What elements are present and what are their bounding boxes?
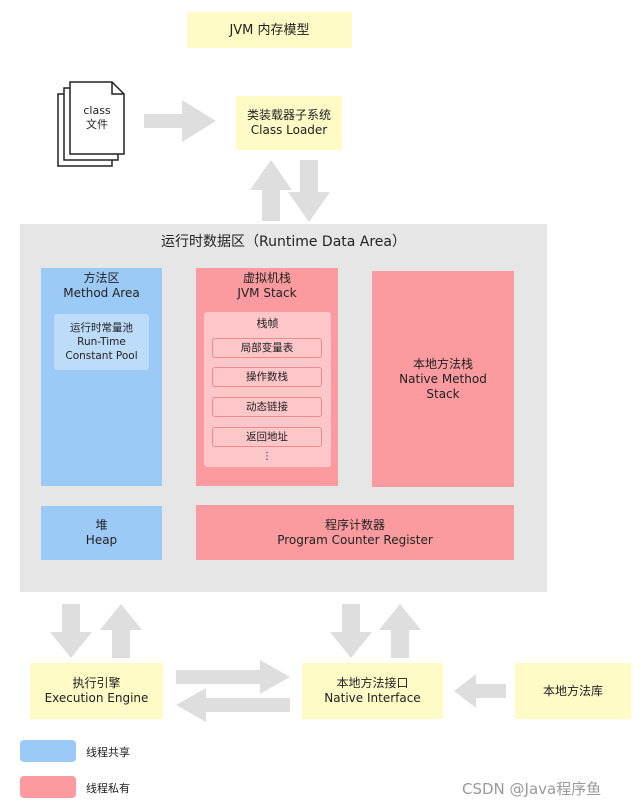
runtime-data-area-title: 运行时数据区（Runtime Data Area） [20,232,547,252]
method-area-en: Method Area [63,286,140,300]
class-file-label: class 文件 [72,100,122,136]
pc-register-en: Program Counter Register [277,532,433,547]
native-library-box: 本地方法库 [515,663,631,719]
legend-private-swatch [20,776,76,798]
legend-shared-label: 线程共享 [86,746,130,759]
pc-register-cn: 程序计数器 [324,517,385,532]
heap-cn: 堆 [95,518,108,532]
class-loader-en: Class Loader [250,123,328,137]
native-method-stack-box: 本地方法栈 Native Method Stack [372,271,514,487]
arrow-up-runtime-to-loader [250,160,292,221]
slot-return-address: 返回地址 [212,427,322,447]
heap-en: Heap [85,533,118,547]
class-loader-cn: 类装载器子系统 [246,108,331,122]
slot-return-address-text: 返回地址 [246,430,288,443]
arrow-up-interface-to-runtime [379,604,421,658]
arrow-down-runtime-to-interface [330,604,372,658]
arrow-up-engine-to-runtime [100,604,142,658]
slot-dynamic-linking: 动态链接 [212,397,322,417]
jvm-stack-cn: 虚拟机栈 [242,271,291,285]
arrow-library-to-interface [454,674,506,708]
constant-pool-en2: Constant Pool [65,350,138,362]
arrow-classfile-to-loader [144,100,216,142]
runtime-title-text: 运行时数据区（Runtime Data Area） [160,233,407,250]
native-stack-cn: 本地方法栈 [412,356,473,371]
stack-frame-ellipsis-text: ⋮ [262,450,272,462]
slot-operand-stack: 操作数栈 [212,367,322,387]
class-loader-box: 类装载器子系统 Class Loader [236,96,342,150]
class-file-icon [57,81,125,167]
arrow-engine-to-interface [176,660,290,694]
constant-pool-box: 运行时常量池 Run-Time Constant Pool [54,314,149,370]
legend-shared-swatch [20,740,76,762]
constant-pool-en1: Run-Time [77,336,126,348]
slot-dynamic-linking-text: 动态链接 [246,400,288,413]
constant-pool-cn: 运行时常量池 [70,322,133,334]
native-interface-en: Native Interface [324,691,421,705]
native-stack-en1: Native Method [399,371,487,386]
execution-engine-en: Execution Engine [44,691,149,705]
jvm-stack-label: 虚拟机栈 JVM Stack [196,270,338,302]
method-area-cn: 方法区 [83,271,120,285]
native-library-cn: 本地方法库 [542,683,603,698]
execution-engine-box: 执行引擎 Execution Engine [30,663,163,719]
diagram-title: JVM 内存模型 [187,12,352,48]
jvm-stack-en: JVM Stack [237,286,297,300]
slot-local-variables: 局部变量表 [212,338,322,358]
native-stack-en2: Stack [426,386,460,401]
heap-box: 堆 Heap [41,506,162,560]
stack-frame-label: 栈帧 [204,314,331,332]
method-area-label: 方法区 Method Area [41,270,162,302]
arrow-down-loader-to-runtime [288,160,330,222]
diagram-title-text: JVM 内存模型 [229,22,310,38]
class-file-text: class 文件 [83,104,111,131]
native-interface-cn: 本地方法接口 [336,676,409,690]
arrow-interface-to-engine [176,688,290,722]
stack-frame-text: 栈帧 [256,316,279,330]
slot-local-variables-text: 局部变量表 [240,341,294,354]
native-interface-box: 本地方法接口 Native Interface [302,663,443,719]
arrow-down-runtime-to-engine [50,604,92,658]
stack-frame-ellipsis: ⋮ [212,448,322,464]
method-area-box [41,268,162,486]
legend-private-label: 线程私有 [86,782,130,795]
slot-operand-stack-text: 操作数栈 [246,370,288,383]
watermark: CSDN @Java程序鱼 [462,780,602,798]
execution-engine-cn: 执行引擎 [72,676,121,690]
pc-register-box: 程序计数器 Program Counter Register [196,505,514,560]
